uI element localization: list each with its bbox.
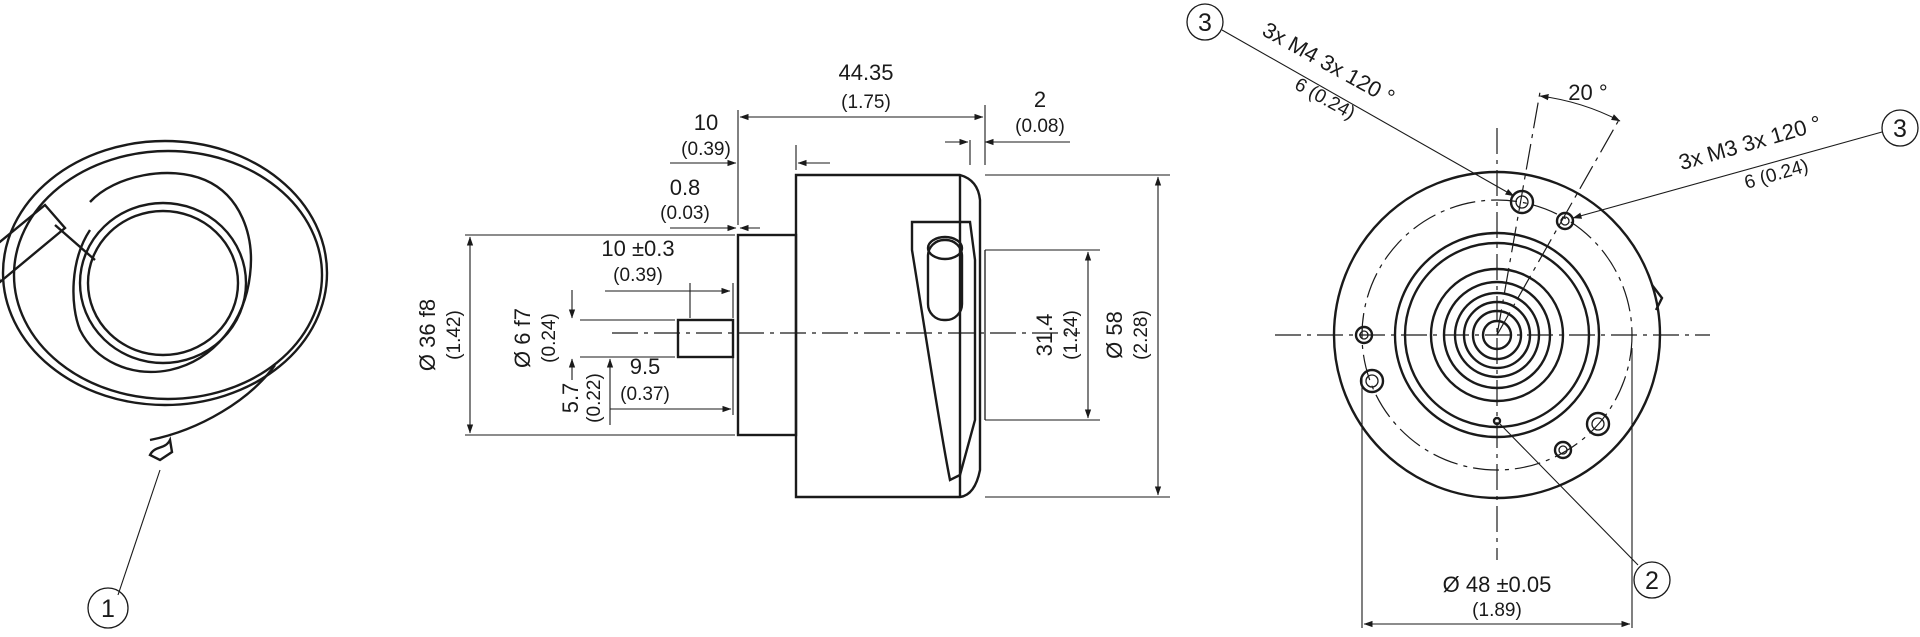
flange-outline [1332, 170, 1662, 500]
svg-text:(0.39): (0.39) [613, 265, 663, 286]
svg-text:20 °: 20 ° [1568, 80, 1607, 105]
m3-hole [1553, 440, 1573, 460]
svg-text:(0.22): (0.22) [584, 373, 605, 423]
rear-view: 1 [0, 139, 329, 629]
svg-text:3: 3 [1893, 115, 1907, 143]
svg-text:(0.24): (0.24) [539, 313, 560, 363]
svg-text:(1.24): (1.24) [1061, 310, 1082, 360]
m4-hole [1585, 411, 1611, 437]
svg-text:(0.39): (0.39) [681, 139, 731, 160]
spigot [736, 233, 798, 437]
svg-text:(2.28): (2.28) [1131, 310, 1152, 360]
svg-text:(1.89): (1.89) [1472, 600, 1522, 621]
hollow-bore [78, 201, 248, 365]
slot-marker [148, 436, 174, 462]
callout-2 [1633, 561, 1671, 599]
callout-3 [1881, 109, 1919, 147]
svg-text:Ø 48 ±0.05: Ø 48 ±0.05 [1443, 572, 1552, 597]
shaft-end [1481, 319, 1513, 351]
cable-gland [926, 238, 964, 322]
svg-text:2: 2 [1034, 87, 1046, 112]
svg-text:10: 10 [694, 110, 718, 135]
svg-text:1: 1 [101, 595, 115, 623]
svg-text:(1.42): (1.42) [444, 310, 465, 360]
index-mark [1492, 416, 1502, 426]
svg-text:Ø 36 f8: Ø 36 f8 [415, 299, 440, 371]
svg-text:(0.37): (0.37) [620, 384, 670, 405]
encoder-body [794, 173, 982, 499]
m4-hole [1359, 368, 1385, 394]
svg-text:0.8: 0.8 [670, 175, 701, 200]
m3-hole [1555, 211, 1575, 231]
svg-text:2: 2 [1645, 567, 1659, 595]
connector [910, 220, 977, 482]
svg-text:44.35: 44.35 [838, 60, 893, 85]
svg-text:31.4: 31.4 [1032, 314, 1057, 357]
svg-text:(1.75): (1.75) [841, 92, 891, 113]
svg-text:5.7: 5.7 [558, 383, 583, 414]
m3-hole [1354, 325, 1374, 345]
svg-text:3: 3 [1198, 9, 1212, 37]
front-view: 20 ° 3 3x M4 3x 120 ° 6 (0.24) 3 3x M3 3… [1186, 3, 1919, 628]
svg-text:Ø 6 f7: Ø 6 f7 [510, 308, 535, 368]
svg-text:9.5: 9.5 [630, 354, 661, 379]
svg-text:10 ±0.3: 10 ±0.3 [601, 236, 674, 261]
svg-text:(0.03): (0.03) [660, 203, 710, 224]
side-view: 44.35 (1.75) 10 (0.39) 0.8 (0.03) 10 ±0.… [415, 60, 1170, 499]
clamp-tab [0, 203, 67, 284]
shaft [676, 318, 735, 359]
svg-text:(0.08): (0.08) [1015, 116, 1065, 137]
callout-3 [1186, 3, 1224, 41]
bolt-circle [1361, 199, 1633, 471]
svg-text:Ø 58: Ø 58 [1102, 311, 1127, 359]
callout-1 [87, 587, 129, 629]
